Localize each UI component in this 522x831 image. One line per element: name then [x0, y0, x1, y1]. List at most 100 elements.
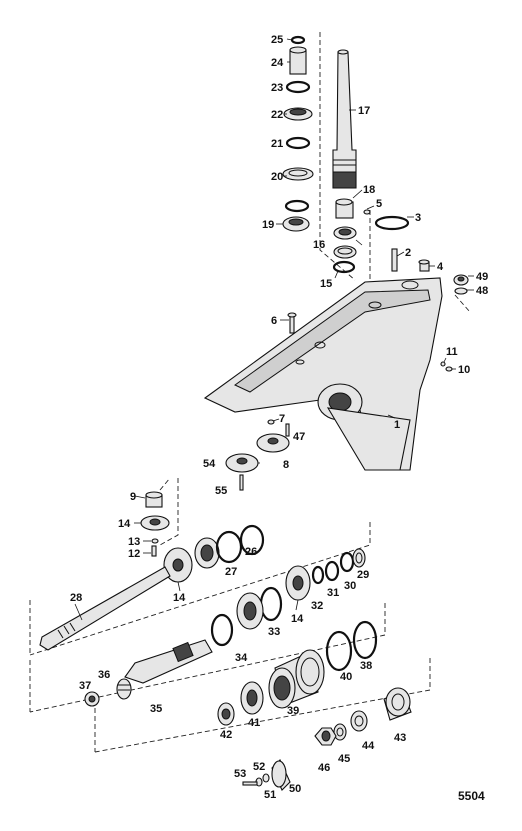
part-27-bearing — [194, 537, 220, 569]
part-36-spring — [116, 678, 132, 700]
callout-14-b: 14 — [173, 592, 186, 604]
callout-labels: 25 24 23 22 21 20 19 17 18 16 15 5 3 2 4… — [70, 34, 488, 801]
callout-22: 22 — [271, 109, 283, 121]
callout-19: 19 — [262, 219, 274, 231]
part-14-pinion-gear-top — [140, 515, 170, 531]
part-48-seal — [454, 287, 468, 295]
part-26-race — [215, 524, 265, 564]
part-9-bushing — [145, 491, 163, 508]
part-12-bolt — [151, 545, 157, 557]
callout-20: 20 — [271, 171, 283, 183]
callout-25: 25 — [271, 34, 283, 46]
part-38-o-ring — [352, 620, 378, 660]
callout-46: 46 — [318, 762, 330, 774]
part-20-washer — [282, 167, 314, 181]
callout-18: 18 — [363, 184, 375, 196]
part-37-retainer — [84, 691, 100, 707]
part-46-prop-nut — [314, 727, 337, 746]
callout-42: 42 — [220, 729, 232, 741]
part-45-washer — [333, 723, 347, 741]
callout-44: 44 — [362, 740, 375, 752]
callout-34: 34 — [235, 652, 248, 664]
callout-9: 9 — [130, 491, 136, 503]
figure-number: 5504 — [458, 789, 485, 803]
callout-30: 30 — [344, 580, 356, 592]
part-13-washer — [151, 538, 159, 544]
part-43-thrust-hub — [383, 687, 412, 721]
callout-47: 47 — [293, 431, 305, 443]
callout-26: 26 — [245, 546, 257, 558]
part-16-bearing — [333, 226, 357, 259]
callout-5: 5 — [376, 198, 382, 210]
callout-35: 35 — [150, 703, 162, 715]
part-4-fitting — [418, 259, 430, 272]
callout-10: 10 — [458, 364, 470, 376]
callout-49: 49 — [476, 271, 488, 283]
callout-39: 39 — [287, 705, 299, 717]
callout-45: 45 — [338, 753, 350, 765]
part-30-washer — [339, 551, 355, 573]
callout-16: 16 — [313, 239, 325, 251]
callout-32: 32 — [311, 600, 323, 612]
part-23-ring — [285, 80, 311, 94]
callout-54: 54 — [203, 458, 216, 470]
callout-24: 24 — [271, 57, 284, 69]
callout-2: 2 — [405, 247, 411, 259]
part-7-washer — [267, 419, 275, 425]
callout-7: 7 — [279, 413, 285, 425]
callout-33: 33 — [268, 626, 280, 638]
part-10-screw — [445, 366, 453, 372]
part-8-anode — [256, 433, 290, 453]
part-22-bearing — [283, 107, 313, 121]
part-47-screw — [285, 423, 290, 437]
part-39-bearing-carrier — [268, 649, 325, 709]
part-31-ring — [324, 560, 340, 582]
part-24-bushing — [289, 46, 307, 75]
part-54-anode — [225, 453, 259, 473]
callout-52: 52 — [253, 761, 265, 773]
callout-37: 37 — [79, 680, 91, 692]
part-5-pin — [363, 209, 371, 215]
part-32-ring — [311, 565, 325, 585]
part-44-spacer — [350, 710, 368, 732]
callout-14-a: 14 — [118, 518, 131, 530]
callout-6: 6 — [271, 315, 277, 327]
part-6-bolt — [287, 312, 297, 334]
callout-38: 38 — [360, 660, 372, 672]
part-40-o-ring — [325, 630, 353, 672]
part-11-pin — [440, 361, 446, 367]
part-25-ring — [290, 35, 306, 45]
part-14-reverse-gear — [285, 565, 311, 601]
part-42-seal — [217, 702, 235, 726]
callout-4: 4 — [437, 261, 444, 273]
part-2-stud — [391, 248, 398, 272]
callout-40: 40 — [340, 671, 352, 683]
callout-21: 21 — [271, 138, 283, 150]
callout-15: 15 — [320, 278, 332, 290]
part-1-gear-housing — [203, 277, 443, 471]
part-19-bearing — [282, 199, 310, 232]
part-34-bearing — [210, 592, 264, 647]
callout-41: 41 — [248, 717, 260, 729]
callout-48: 48 — [476, 285, 488, 297]
callout-31: 31 — [327, 587, 339, 599]
part-35-shift-shaft — [124, 639, 213, 684]
part-53-screw — [242, 781, 258, 786]
part-49-plug — [453, 274, 469, 286]
part-15-ring — [332, 260, 356, 274]
part-28-propeller-shaft — [39, 566, 171, 651]
callout-36: 36 — [98, 669, 110, 681]
callout-11: 11 — [446, 346, 458, 358]
callout-3: 3 — [415, 212, 421, 224]
callout-55: 55 — [215, 485, 227, 497]
callout-8: 8 — [283, 459, 289, 471]
assembly-guide-lines — [29, 32, 471, 753]
part-18-sleeve — [335, 198, 354, 219]
part-41-bearing — [240, 681, 264, 715]
callout-50: 50 — [289, 783, 301, 795]
callout-27: 27 — [225, 566, 237, 578]
callout-51: 51 — [264, 789, 276, 801]
callout-12: 12 — [128, 548, 140, 560]
callout-14-c: 14 — [291, 613, 304, 625]
part-17-drive-shaft — [332, 49, 357, 189]
